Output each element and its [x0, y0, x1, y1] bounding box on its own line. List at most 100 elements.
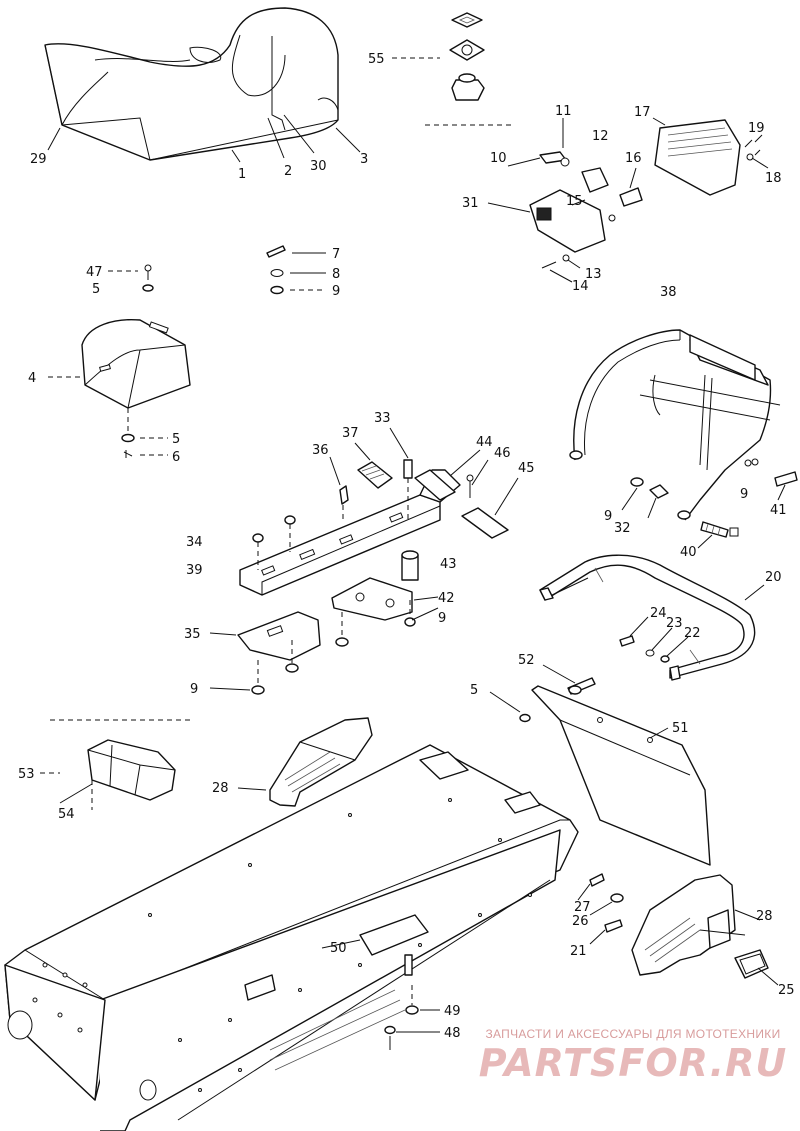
callout-25: 25 — [778, 983, 795, 998]
leader-51 — [649, 727, 669, 739]
part-28-footrest-lower — [631, 874, 746, 976]
callout-35: 35 — [184, 627, 201, 642]
part-55-set — [449, 12, 485, 101]
callout-31: 31 — [462, 196, 479, 211]
leader-25 — [757, 967, 779, 986]
tunnel-holes — [32, 798, 532, 1092]
callout-41: 41 — [770, 503, 787, 518]
callout-17: 17 — [634, 105, 651, 120]
callout-9: 9 — [332, 284, 340, 299]
callout-18: 18 — [765, 171, 782, 186]
part-38-rear-rack — [569, 329, 781, 521]
hardware-48-49-50 — [384, 954, 419, 1050]
callout-50: 50 — [330, 941, 347, 956]
hardware-52-5 — [519, 677, 596, 723]
callout-9c: 9 — [740, 487, 748, 502]
callout-37: 37 — [342, 426, 359, 441]
tunnel-body — [4, 744, 579, 1131]
hardware-22-23-24 — [619, 635, 670, 663]
callout-6: 6 — [172, 450, 180, 465]
callout-55: 55 — [368, 52, 385, 67]
callout-9b: 9 — [604, 509, 612, 524]
hardware-21-26-27 — [589, 873, 624, 933]
hardware-47-5 — [142, 264, 154, 292]
callout-10: 10 — [490, 151, 507, 166]
callout-21: 21 — [570, 944, 587, 959]
callout-5a: 5 — [92, 282, 100, 297]
part-51-mud-flap — [531, 685, 711, 866]
leader-41 — [777, 484, 786, 501]
callout-1: 1 — [238, 167, 246, 182]
leader-32 — [647, 497, 657, 519]
callout-16: 16 — [625, 151, 642, 166]
leader-52 — [542, 664, 576, 684]
watermark-tagline: ЗАПЧАСТИ И АКСЕССУАРЫ ДЛЯ МОТОТЕХНИКИ — [485, 1027, 781, 1041]
bracket-leaders — [209, 427, 519, 691]
callout-2: 2 — [284, 164, 292, 179]
bracket-assembly — [237, 461, 509, 661]
watermark-brand: PARTSFOR.RU — [478, 1041, 788, 1085]
callout-14: 14 — [572, 279, 589, 294]
callout-28a: 28 — [212, 781, 229, 796]
part-25-inner — [739, 953, 766, 975]
callout-23: 23 — [666, 616, 683, 631]
part-28-footrest-upper — [269, 717, 373, 807]
part-54-pad — [87, 739, 176, 810]
washer-5 — [121, 433, 135, 443]
callout-30: 30 — [310, 159, 327, 174]
callout-5c: 5 — [470, 683, 478, 698]
part-20-grab-handle — [539, 554, 756, 681]
callout-33: 33 — [374, 411, 391, 426]
watermark: ЗАПЧАСТИ И АКСЕССУАРЫ ДЛЯ МОТОТЕХНИКИ PA… — [478, 1027, 788, 1085]
callout-9d: 9 — [438, 611, 446, 626]
callout-47: 47 — [86, 265, 103, 280]
callout-26: 26 — [572, 914, 589, 929]
leader-24 — [629, 616, 649, 637]
callout-52: 52 — [518, 653, 535, 668]
callout-49: 49 — [444, 1004, 461, 1019]
leader-20 — [744, 584, 765, 601]
callout-48: 48 — [444, 1026, 461, 1041]
leader-26 — [589, 901, 613, 916]
leader-5c — [489, 691, 521, 713]
callout-29: 29 — [30, 152, 47, 167]
callout-9e: 9 — [190, 682, 198, 697]
callout-5b: 5 — [172, 432, 180, 447]
callout-51: 51 — [672, 721, 689, 736]
callout-8: 8 — [332, 267, 340, 282]
leader-27 — [577, 883, 591, 901]
callout-15: 15 — [566, 194, 583, 209]
leader-40 — [697, 534, 713, 549]
leader-21 — [589, 929, 606, 945]
callout-28b: 28 — [756, 909, 773, 924]
seat-assembly — [44, 7, 339, 161]
taillight-assembly — [529, 119, 761, 269]
leader-50 — [321, 939, 361, 949]
hardware-9-32-40-41 — [630, 459, 798, 538]
part-25-plate — [734, 949, 769, 979]
callout-19: 19 — [748, 121, 765, 136]
callout-36: 36 — [312, 443, 329, 458]
callout-43: 43 — [440, 557, 457, 572]
clip-6 — [123, 450, 133, 458]
callout-34: 34 — [186, 535, 203, 550]
callout-7: 7 — [332, 247, 340, 262]
leader-28b — [734, 909, 761, 921]
part-4-cover — [81, 318, 191, 432]
callout-11: 11 — [555, 104, 572, 119]
leader-9b — [621, 487, 638, 511]
leader-23 — [651, 627, 673, 651]
callout-40: 40 — [680, 545, 697, 560]
callout-4: 4 — [28, 371, 36, 386]
callout-53: 53 — [18, 767, 35, 782]
callout-12: 12 — [592, 129, 609, 144]
seat-leader-lines — [47, 114, 361, 163]
leader-22 — [666, 636, 689, 657]
callout-54: 54 — [58, 807, 75, 822]
callout-42: 42 — [438, 591, 455, 606]
callout-45: 45 — [518, 461, 535, 476]
callout-38: 38 — [660, 285, 677, 300]
hardware-7-8-9 — [266, 245, 286, 295]
callout-20: 20 — [765, 570, 782, 585]
